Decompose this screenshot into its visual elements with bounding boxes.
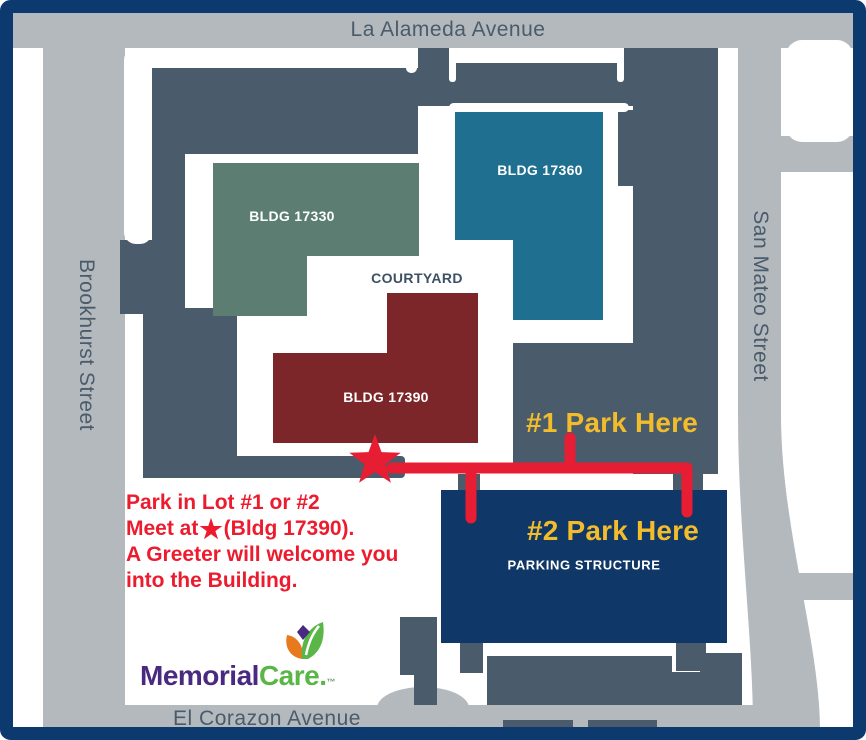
leaf-orange-petal <box>286 635 303 659</box>
campus-blocks-layer <box>120 48 742 730</box>
instruction-line-3: A Greeter will welcome you <box>126 543 399 566</box>
leaf-purple-diamond <box>297 625 310 640</box>
road-left-vertical <box>124 48 152 244</box>
street-driveway-bulge <box>377 687 469 729</box>
street-label-brookhurst: Brookhurst Street <box>75 259 98 431</box>
building-label-17360: BLDG 17360 <box>497 162 583 178</box>
street-label-san-mateo: San Mateo Street <box>749 210 772 382</box>
road-top-left <box>132 48 413 68</box>
block-bottom-left-piece1 <box>400 617 437 675</box>
white-right-blocks <box>786 40 853 142</box>
logo-care: Care <box>258 660 320 691</box>
courtyard-label: COURTYARD <box>371 270 463 286</box>
leaf-white-vein <box>304 625 320 656</box>
block-bottom-strip <box>143 456 405 478</box>
block-street-bridge <box>120 240 152 314</box>
white-roads-layer <box>124 48 629 244</box>
road-bracket-bar <box>449 48 624 63</box>
logo-memorial: Memorial <box>140 660 259 691</box>
building-label-17390: BLDG 17390 <box>343 389 429 405</box>
block-bottom-left-piece2 <box>414 675 437 705</box>
instruction-line-2: Meet at★(Bldg 17390). <box>126 516 398 542</box>
block-left-column-bottom <box>143 308 237 478</box>
street-la-alameda <box>13 13 853 48</box>
building-label-17330: BLDG 17330 <box>249 208 335 224</box>
memorialcare-logo-text: MemorialCare.™ <box>140 660 335 692</box>
street-branch-right-bottom <box>788 573 853 600</box>
park-here-2-label: #2 Park Here <box>526 515 700 546</box>
block-bottom-right-piece <box>700 653 742 705</box>
block-bottom-bar <box>487 656 672 705</box>
route-lines <box>386 432 693 524</box>
memorialcare-leaf-icon <box>286 622 324 659</box>
parking-structure-building <box>441 490 727 643</box>
block-topleft <box>152 68 418 154</box>
building-17360 <box>455 112 603 320</box>
white-block-topright <box>786 40 853 142</box>
building-17330 <box>213 163 419 316</box>
meeting-star-icon <box>349 434 401 483</box>
block-lot1 <box>513 343 718 473</box>
block-left-column-top <box>152 68 185 316</box>
instruction-line-2-suffix: (Bldg 17390). <box>223 517 355 540</box>
road-bracket-stub2 <box>617 48 624 82</box>
road-above-teal <box>449 103 629 112</box>
road-bracket-stub1 <box>449 48 456 82</box>
street-label-el-corazon: El Corazon Avenue <box>173 707 361 730</box>
block-under-parking-leg1 <box>460 643 483 673</box>
block-south-square1 <box>503 720 573 730</box>
park-here-1-label: #1 Park Here <box>525 407 699 438</box>
block-south-square2 <box>588 720 657 730</box>
street-label-la-alameda: La Alameda Avenue <box>350 18 546 41</box>
logo-period: . <box>319 660 327 691</box>
instruction-line-1: Park in Lot #1 or #2 <box>126 491 320 514</box>
streets-layer <box>13 13 856 729</box>
parking-instructions: Park in Lot #1 or #2 Meet at★(Bldg 17390… <box>126 490 398 594</box>
block-right-notch <box>618 110 634 186</box>
inline-star-icon: ★ <box>199 514 223 544</box>
logo-tm: ™ <box>326 677 336 687</box>
building-17390 <box>273 293 478 443</box>
parking-structure-label: PARKING STRUCTURE <box>507 557 661 573</box>
instruction-line-2-prefix: Meet at <box>126 517 199 540</box>
instruction-line-4: into the Building. <box>126 569 298 592</box>
street-brookhurst <box>43 13 125 727</box>
route-main-line <box>386 462 693 518</box>
road-top-corner <box>406 48 417 73</box>
street-san-mateo <box>738 13 820 727</box>
